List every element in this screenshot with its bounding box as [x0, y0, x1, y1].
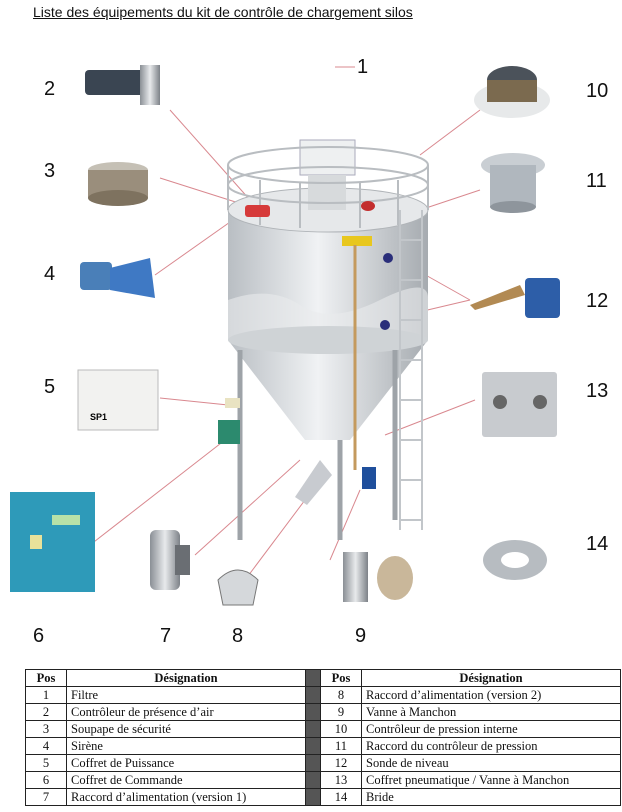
table-row: 7 Raccord d’alimentation (version 1) 14 …	[25, 788, 621, 806]
column-separator	[305, 788, 321, 806]
column-separator	[305, 669, 321, 687]
column-separator	[305, 703, 321, 721]
cell-pos: 13	[320, 771, 362, 789]
column-separator	[305, 737, 321, 755]
col-header-designation: Désignation	[66, 669, 306, 687]
equip-14	[483, 540, 547, 580]
callout-4: 4	[44, 263, 56, 285]
equip-3	[88, 162, 148, 206]
cell-pos: 3	[25, 720, 67, 738]
cell-designation: Coffret pneumatique / Vanne à Manchon	[361, 771, 621, 789]
equip-10	[474, 66, 550, 118]
callout-11: 11	[586, 170, 607, 192]
cell-designation: Filtre	[66, 686, 306, 704]
cell-designation: Coffret de Commande	[66, 771, 306, 789]
col-header-designation: Désignation	[361, 669, 621, 687]
callout-9: 9	[355, 625, 367, 647]
equip-13	[482, 372, 557, 437]
cell-designation: Contrôleur de présence d’air	[66, 703, 306, 721]
callout-3: 3	[44, 160, 56, 182]
cell-pos: 6	[25, 771, 67, 789]
cell-designation: Raccord du contrôleur de pression	[361, 737, 621, 755]
cell-pos: 2	[25, 703, 67, 721]
callout-8: 8	[232, 625, 244, 647]
cell-designation: Soupape de sécurité	[66, 720, 306, 738]
col-header-pos: Pos	[25, 669, 67, 687]
silo-illustration: SP1	[10, 65, 560, 606]
box-label: SP1	[90, 412, 107, 422]
cell-designation: Vanne à Manchon	[361, 703, 621, 721]
table-row: 3 Soupape de sécurité 10 Contrôleur de p…	[25, 720, 621, 738]
equip-9	[343, 552, 413, 602]
cell-pos: 10	[320, 720, 362, 738]
page-title: Liste des équipements du kit de contrôle…	[33, 4, 413, 20]
equip-6	[10, 492, 95, 592]
column-separator	[305, 720, 321, 738]
cell-pos: 5	[25, 754, 67, 772]
callout-13: 13	[586, 380, 609, 402]
equipment-table: Pos Désignation Pos Désignation 1 Filtre…	[25, 669, 621, 806]
callout-7: 7	[160, 625, 172, 647]
table-header-row: Pos Désignation Pos Désignation	[25, 669, 621, 687]
callout-5: 5	[44, 376, 56, 398]
table-row: 5 Coffret de Puissance 12 Sonde de nivea…	[25, 754, 621, 772]
column-separator	[305, 771, 321, 789]
cell-pos: 7	[25, 788, 67, 806]
table-row: 2 Contrôleur de présence d’air 9 Vanne à…	[25, 703, 621, 721]
callout-12: 12	[586, 290, 609, 312]
callout-6: 6	[33, 625, 45, 647]
table-row: 4 Sirène 11 Raccord du contrôleur de pre…	[25, 737, 621, 755]
equip-2	[85, 65, 160, 105]
equip-7	[150, 530, 190, 590]
cell-pos: 12	[320, 754, 362, 772]
cell-pos: 9	[320, 703, 362, 721]
column-separator	[305, 686, 321, 704]
cell-designation: Sonde de niveau	[361, 754, 621, 772]
callout-14: 14	[586, 533, 609, 555]
cell-pos: 4	[25, 737, 67, 755]
table-row: 1 Filtre 8 Raccord d’alimentation (versi…	[25, 686, 621, 704]
cell-pos: 11	[320, 737, 362, 755]
callout-10: 10	[586, 80, 609, 102]
equip-12	[470, 278, 560, 318]
callout-2: 2	[44, 78, 56, 100]
equip-4	[80, 258, 155, 298]
column-separator	[305, 754, 321, 772]
cell-designation: Raccord d’alimentation (version 2)	[361, 686, 621, 704]
cell-pos: 1	[25, 686, 67, 704]
cell-designation: Raccord d’alimentation (version 1)	[66, 788, 306, 806]
cell-designation: Contrôleur de pression interne	[361, 720, 621, 738]
col-header-pos: Pos	[320, 669, 362, 687]
cell-pos: 14	[320, 788, 362, 806]
equip-5: SP1	[77, 369, 159, 431]
equip-11	[481, 153, 545, 213]
cell-designation: Sirène	[66, 737, 306, 755]
equip-8	[217, 569, 259, 606]
cell-designation: Coffret de Puissance	[66, 754, 306, 772]
silo	[218, 139, 429, 540]
callout-1: 1	[357, 56, 369, 78]
cell-pos: 8	[320, 686, 362, 704]
table-row: 6 Coffret de Commande 13 Coffret pneumat…	[25, 771, 621, 789]
cell-designation: Bride	[361, 788, 621, 806]
